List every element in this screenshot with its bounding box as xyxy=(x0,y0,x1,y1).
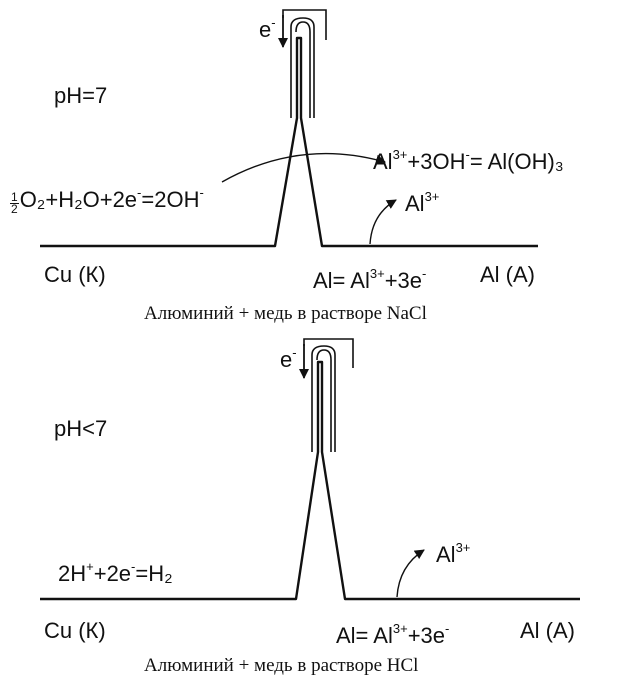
bottom-ion-label: Al3+ xyxy=(436,540,471,567)
top-ion-transfer-arrow xyxy=(221,152,386,183)
bottom-cathode-label: Cu (К) xyxy=(44,618,106,643)
top-product-reaction: Al3++3OH-= Al(OH)₃ xyxy=(373,147,564,174)
bottom-caption: Алюминий + медь в растворе HCl xyxy=(144,655,419,676)
bottom-anode-label: Al (A) xyxy=(520,618,575,643)
bottom-electrode-outline xyxy=(40,360,580,601)
top-anode-reaction: Al= Al3++3e- xyxy=(313,266,427,293)
bottom-electrodes xyxy=(40,360,580,601)
top-ion-label: Al3+ xyxy=(405,189,440,216)
top-electron-label: e- xyxy=(259,15,276,42)
top-ph-label: pH=7 xyxy=(54,83,108,108)
top-cathode-label: Cu (К) xyxy=(44,262,106,287)
bottom-anode-reaction: Al= Al3++3e- xyxy=(336,621,450,648)
top-electrode-outline xyxy=(40,36,538,248)
top-electrodes xyxy=(40,36,538,248)
top-wire xyxy=(282,9,327,118)
bottom-electron-label: e- xyxy=(280,345,297,372)
top-caption: Алюминий + медь в растворе NaCl xyxy=(144,303,427,324)
top-anode-label: Al (A) xyxy=(480,262,535,287)
bottom-cathode-reaction: 2H++2e-=H₂ xyxy=(58,559,173,586)
bottom-ph-label: pH<7 xyxy=(54,416,108,441)
top-ion-release-arrow xyxy=(369,199,397,245)
bottom-wire xyxy=(303,338,354,452)
bottom-ion-release-arrow xyxy=(396,549,425,598)
